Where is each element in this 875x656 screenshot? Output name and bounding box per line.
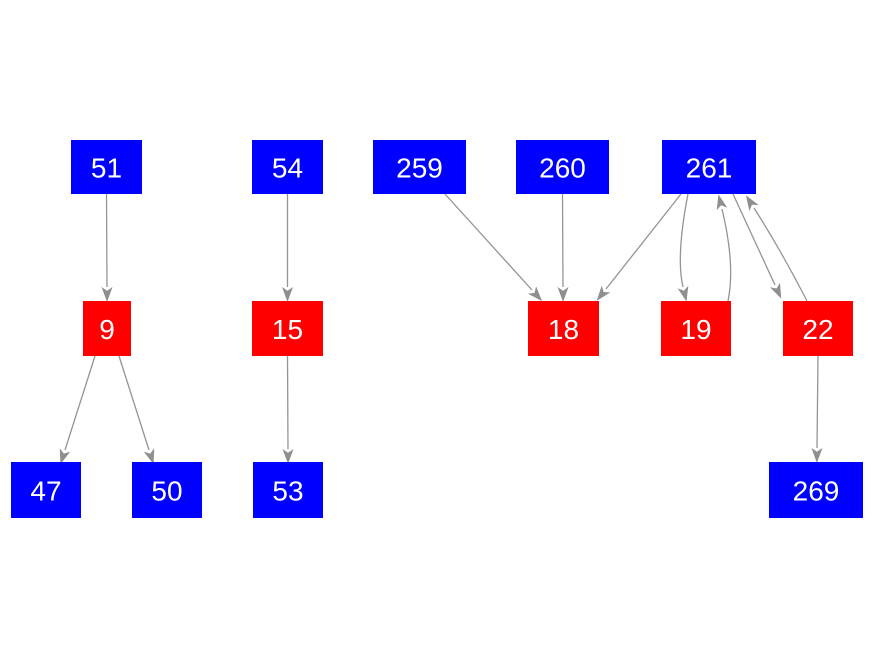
node-label-50: 50 (151, 476, 182, 507)
edge-19-to-261 (716, 194, 732, 302)
edge-22-to-269 (811, 355, 823, 463)
node-50: 50 (132, 462, 202, 518)
edge-9-to-47 (59, 355, 96, 465)
node-19: 19 (661, 301, 731, 356)
node-label-15: 15 (272, 314, 303, 345)
nodes-layer: 51 54 259 260 261 9 15 18 19 22 47 50 53 269 (11, 140, 863, 518)
node-label-18: 18 (548, 314, 579, 345)
node-53: 53 (253, 462, 323, 518)
node-269: 269 (769, 462, 863, 518)
node-label-54: 54 (272, 153, 303, 184)
node-box-269 (769, 462, 863, 518)
node-label-22: 22 (802, 314, 833, 345)
node-label-9: 9 (99, 314, 115, 345)
node-label-269: 269 (793, 476, 840, 507)
edge-15-to-53 (282, 355, 294, 464)
node-label-19: 19 (680, 314, 711, 345)
edge-259-to-18 (444, 193, 543, 302)
edge-261-to-18 (596, 193, 682, 301)
node-label-260: 260 (539, 153, 586, 184)
node-18: 18 (528, 301, 599, 356)
node-9: 9 (83, 301, 131, 356)
edge-261-to-19 (677, 193, 689, 302)
edge-261-to-22 (732, 193, 782, 299)
node-box-50 (132, 462, 202, 518)
node-261: 261 (662, 140, 756, 194)
edge-51-to-9 (101, 193, 113, 302)
edge-9-to-50 (118, 355, 155, 465)
node-box-19 (661, 301, 731, 356)
node-box-15 (252, 301, 323, 356)
node-box-260 (516, 140, 609, 194)
node-label-53: 53 (272, 476, 303, 507)
node-box-53 (253, 462, 323, 518)
node-260: 260 (516, 140, 609, 194)
node-box-47 (11, 462, 81, 518)
node-box-261 (662, 140, 756, 194)
node-label-51: 51 (91, 153, 122, 184)
node-label-47: 47 (30, 476, 61, 507)
node-54: 54 (252, 140, 323, 194)
node-box-22 (783, 301, 853, 356)
node-box-18 (528, 301, 599, 356)
node-51: 51 (71, 140, 142, 194)
node-box-259 (373, 140, 466, 194)
node-box-51 (71, 140, 142, 194)
node-22: 22 (783, 301, 853, 356)
node-47: 47 (11, 462, 81, 518)
node-label-259: 259 (396, 153, 443, 184)
node-box-9 (83, 301, 131, 356)
node-box-54 (252, 140, 323, 194)
edge-22-to-261 (745, 195, 808, 302)
edges-layer (59, 193, 823, 465)
node-label-261: 261 (686, 153, 733, 184)
node-15: 15 (252, 301, 323, 356)
node-259: 259 (373, 140, 466, 194)
edge-260-to-18 (557, 193, 569, 302)
